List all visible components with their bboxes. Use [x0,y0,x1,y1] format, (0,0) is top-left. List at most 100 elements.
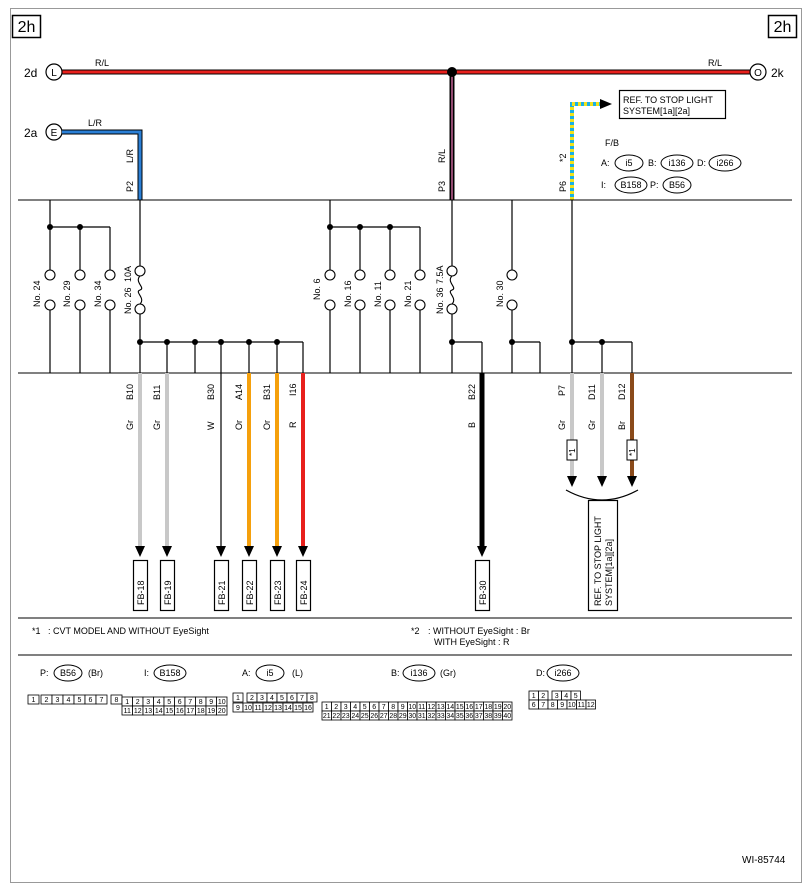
cv-d-pin-9: 9 [560,702,564,709]
cv-b-pin-1: 1 [325,704,329,711]
cv-b-pin-26: 26 [370,713,378,720]
out-color-b30: W [206,421,216,430]
cv-a-prefix: A: [242,668,251,678]
out-pin-b31: B31 [262,384,272,400]
out-pin-b22: B22 [467,384,477,400]
cv-a-pin-4: 4 [270,695,274,702]
out-color-b22: B [467,422,477,428]
out-pin-b30: B30 [206,384,216,400]
cv-b-pin-21: 21 [323,713,331,720]
out-pin-p7: P7 [557,385,567,396]
ref-box-top-line1: REF. TO STOP LIGHT [623,95,713,105]
cv-i-pin-13: 13 [144,708,152,715]
cv-a-color: (L) [292,668,303,678]
fuse-group-1-wiring [49,200,304,373]
dest-fb-23: FB-23 [273,580,283,605]
wire-label-rl-left: R/L [95,58,109,68]
fuse-label-16: No. 16 [343,280,353,307]
cv-b-pin-15: 15 [456,704,464,711]
cv-d-pin-6: 6 [532,702,536,709]
cv-p-color: (Br) [88,668,103,678]
cv-i-pin-11: 11 [124,708,131,715]
note-1-mark: *1 [32,626,41,636]
cv-p-pin-5: 5 [78,697,82,704]
cv-i-pin-14: 14 [155,708,163,715]
out-pin-d12: D12 [617,383,627,400]
cv-a-name: i5 [266,668,273,678]
cv-b-pin-32: 32 [427,713,435,720]
note-2-line1: : WITHOUT EyeSight : Br [428,626,530,636]
out-color-i16: R [288,421,298,428]
wire-label-rl-right: R/L [708,58,722,68]
wire-label-star2: *2 [558,153,568,162]
connector-2d-icon [45,63,63,81]
cv-d-pin-12: 12 [587,702,595,709]
cv-b-prefix: B: [391,668,400,678]
fb-connector-legend: F/B A: i5 B: i136 D: i266 I: B158 P: B56 [601,138,742,194]
fb-legend-p: P: [650,180,659,190]
note-1-text: : CVT MODEL AND WITHOUT EyeSight [48,626,209,636]
cv-b-pin-27: 27 [380,713,388,720]
cv-b-pin-3: 3 [344,704,348,711]
connector-2a-letter: E [51,128,58,139]
fuse-amp-36: 7.5A [435,265,445,284]
cv-d-pin-2: 2 [541,693,545,700]
cv-b-pin-35: 35 [456,713,464,720]
cv-p-name: B56 [60,668,76,678]
cv-i-pin-20: 20 [218,708,226,715]
cv-b-pin-22: 22 [332,713,340,720]
cv-d-pin-5: 5 [574,693,578,700]
cv-a-pin-10: 10 [244,705,252,712]
out-pin-b10: B10 [125,384,135,400]
star1-tag-p7: *1 [568,448,577,456]
fb-legend-i-conn: B158 [620,180,641,190]
fb-legend-p-conn: B56 [669,180,685,190]
cv-i-pin-19: 19 [207,708,215,715]
destination-boxes: FB-18 FB-19 FB-21 FB-22 FB-23 FB-24 FB-3… [132,559,491,612]
pin-p6: P6 [558,181,568,192]
cv-b-pin-8: 8 [391,704,395,711]
star1-tags: *1 *1 [566,439,638,461]
fuse-group-1-dots [47,224,280,345]
dest-fb-22: FB-22 [245,580,255,605]
wire-label-rl-vert: R/L [437,149,447,163]
fuse-amp-26: 10A [123,266,133,282]
cv-b-pin-6: 6 [372,704,376,711]
cv-i-pin-8: 8 [199,699,203,706]
fuse-label-11: No. 11 [373,281,383,307]
fuse-group-2-dots [327,224,605,345]
cv-a-pin-11: 11 [254,705,261,712]
cv-b-pin-5: 5 [363,704,367,711]
cv-a-pin-9: 9 [236,705,240,712]
connector-2a-label: 2a [24,126,38,140]
wire-star2 [570,102,600,200]
cv-i-pin-9: 9 [209,699,213,706]
cv-d-prefix: D: [536,668,545,678]
cv-a-pin-3: 3 [260,695,264,702]
cv-a-pin-16-cell [302,702,314,713]
star1-tag-d12: *1 [628,448,637,456]
cv-b-pin-24: 24 [351,713,359,720]
cv-i-pin-16: 16 [176,708,184,715]
cv-i-pin-1: 1 [125,699,129,706]
cv-a-pin-1-cell [232,692,244,703]
cv-b-pin-31: 31 [418,713,426,720]
page-ref-right-text: 2h [774,19,792,36]
fb-legend-title: F/B [605,138,619,148]
cv-b-pin-33: 33 [437,713,445,720]
pin-p2: P2 [125,181,135,192]
fb-legend-i: I: [601,180,606,190]
cv-b-pin-40-cell [502,710,513,721]
cv-a-pin-8: 8 [310,695,314,702]
cv-b-pin-40: 40 [503,713,511,720]
fuse-label-21: No. 21 [403,280,413,307]
fb-legend-a-conn: i5 [625,158,632,168]
fuse-symbols [44,265,518,315]
cv-b-pin-16: 16 [465,704,473,711]
cv-b-pin-20: 20 [503,704,511,711]
out-pin-i16: I16 [288,383,298,396]
dest-fb-21: FB-21 [217,580,227,605]
cv-p-pin-6: 6 [89,697,93,704]
splice-dot [447,67,457,77]
